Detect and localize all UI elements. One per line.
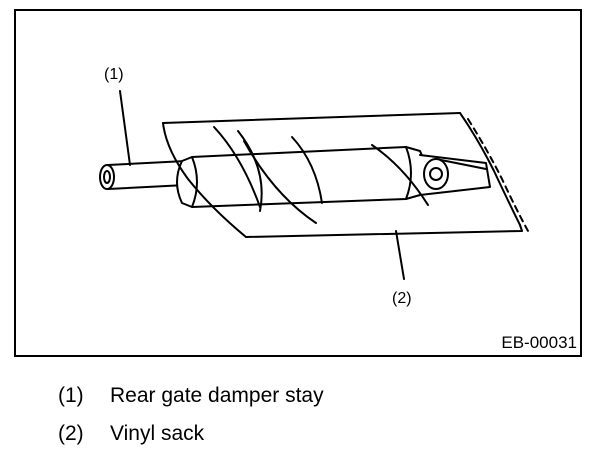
callout-2: (2): [392, 290, 412, 307]
leader-line-2: [395, 230, 405, 280]
legend-item: (1) Rear gate damper stay: [58, 384, 578, 422]
damper-rod: [99, 160, 191, 190]
legend-item: (2) Vinyl sack: [58, 422, 578, 460]
figure-frame: (1) (2) EB-00031: [14, 9, 582, 357]
vinyl-sack: [162, 112, 529, 238]
legend-number: (2): [58, 422, 84, 445]
illustration: [99, 90, 529, 280]
legend: (1) Rear gate damper stay (2) Vinyl sack: [58, 384, 578, 460]
legend-number: (1): [58, 384, 84, 407]
legend-label: Rear gate damper stay: [110, 384, 324, 407]
legend-label: Vinyl sack: [110, 422, 205, 445]
callout-1: (1): [104, 66, 124, 83]
figure-code: EB-00031: [501, 333, 577, 352]
damper-bracket: [419, 154, 491, 196]
leader-line-1: [119, 90, 131, 166]
